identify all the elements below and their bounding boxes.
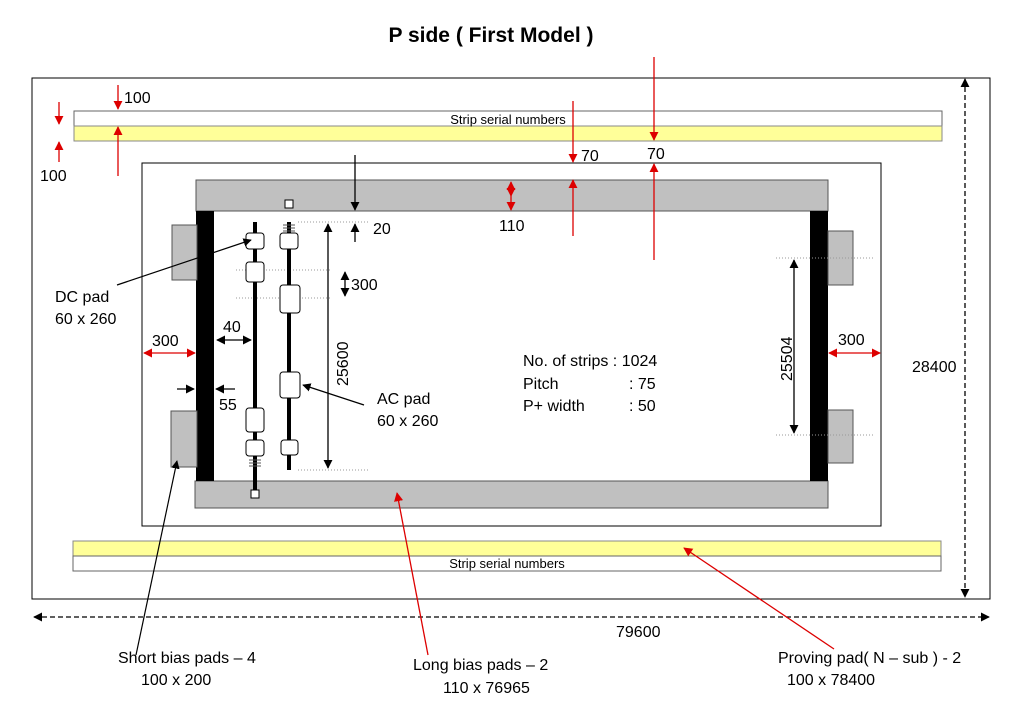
dc-pads [245,232,265,457]
short-bias-pad-right-top [827,230,854,286]
dim-110: 110 [499,218,525,235]
dim-300-pitch: 300 [351,277,378,294]
right-edge-bar [810,211,828,481]
dc-pad-3 [245,407,265,433]
dim-28400: 28400 [912,359,957,376]
dim-40: 40 [223,319,241,336]
short-bias-leader [135,460,180,656]
dim-70-a: 70 [581,148,599,165]
spec-width-value: : 50 [629,398,656,415]
dc-pad-label: DC pad [55,289,109,306]
dc-pad-2 [245,261,265,283]
long-bias-label: Long bias pads – 2 [413,657,548,674]
ac-pad-2 [279,284,301,314]
outer-frame [31,77,991,600]
dim-100-left: 100 [40,168,67,185]
ac-pad-4 [280,439,299,456]
strip-serial-numbers-bottom: Strip serial numbers [449,556,565,571]
proving-pad-leader [683,547,835,650]
spec-width-label: P+ width [523,398,585,415]
strip-serial-numbers-top: Strip serial numbers [450,112,566,127]
dim-300-left: 300 [152,333,179,350]
spec-strips: No. of strips : 1024 [523,353,657,370]
ac-pad-label: AC pad [377,391,430,408]
strip-end-square-bottom [250,489,260,499]
ac-pad-3 [279,371,301,399]
serial-band-bottom-yellow [72,540,942,557]
dim-20: 20 [373,221,391,238]
dim-55: 55 [219,397,237,414]
long-bias-size: 110 x 76965 [443,680,530,697]
bias-resistor-hatches [249,224,295,467]
long-bias-leader [394,492,429,656]
left-edge-bar [196,211,214,481]
dim-25504: 25504 [779,336,796,381]
short-bias-pad-right-bottom [827,409,854,464]
diagram-title: P side ( First Model ) [389,24,594,47]
short-bias-size: 100 x 200 [141,672,211,689]
serial-band-top-yellow [73,125,943,142]
long-bias-pad-bottom [194,480,829,509]
dim-70-b: 70 [647,146,665,163]
ac-pad-leader [302,383,365,406]
dim-79600: 79600 [616,624,661,641]
ac-pads [279,232,301,456]
dim-300-right: 300 [838,332,865,349]
serial-band-bottom-white [72,555,942,572]
dim-25600: 25600 [335,341,352,386]
proving-pad-label: Proving pad( N – sub ) - 2 [778,650,961,667]
strip-end-square-top [284,199,294,209]
inner-frame [141,162,882,527]
short-bias-pad-left-top [171,224,198,281]
spec-pitch-value: : 75 [629,376,656,393]
dc-pad-leader [116,238,252,286]
dc-pad-size: 60 x 260 [55,311,116,328]
ac-pad-size: 60 x 260 [377,413,438,430]
short-bias-pad-left-bottom [170,410,198,468]
ac-pad-1 [279,232,299,250]
dc-pad-4 [245,439,265,457]
short-bias-label: Short bias pads – 4 [118,650,256,667]
spec-pitch-label: Pitch [523,376,559,393]
proving-pad-size: 100 x 78400 [787,672,875,689]
dim-100-top: 100 [124,90,151,107]
